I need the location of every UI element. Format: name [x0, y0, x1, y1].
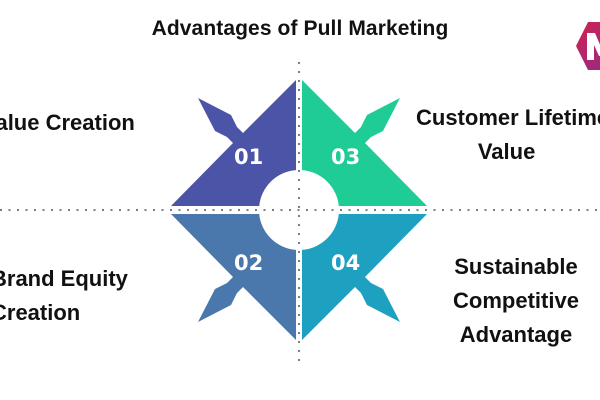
label-customer-lifetime-value: Customer Lifetime Value: [416, 101, 600, 169]
label-line: Brand Equity: [0, 266, 128, 291]
quadrant-number-04: 04: [331, 251, 360, 275]
quadrant-number-01: 01: [234, 145, 263, 169]
quadrant-number-02: 02: [234, 251, 263, 275]
quadrant-03-arrow: [302, 80, 427, 206]
label-line: Value: [477, 139, 536, 164]
quadrant-01-arrow: [171, 80, 296, 206]
page-title: Advantages of Pull Marketing: [151, 17, 449, 40]
label-line: Customer Lifetime: [416, 105, 600, 130]
label-brand-equity-creation: Brand Equity Creation: [0, 262, 128, 330]
label-line: Value Creation: [0, 110, 135, 135]
label-sustainable-competitive-advantage: Sustainable Competitive Advantage: [446, 250, 586, 352]
label-line: Creation: [0, 300, 81, 325]
quadrant-number-03: 03: [331, 145, 360, 169]
quadrant-04-arrow: [302, 214, 427, 340]
label-line: Advantage: [459, 322, 573, 347]
quadrant-02-arrow: [171, 214, 296, 340]
label-value-creation: Value Creation: [0, 106, 135, 140]
label-line: Sustainable: [454, 254, 578, 279]
brand-hexagon-logo-icon: [576, 22, 600, 70]
label-line: Competitive: [453, 288, 579, 313]
